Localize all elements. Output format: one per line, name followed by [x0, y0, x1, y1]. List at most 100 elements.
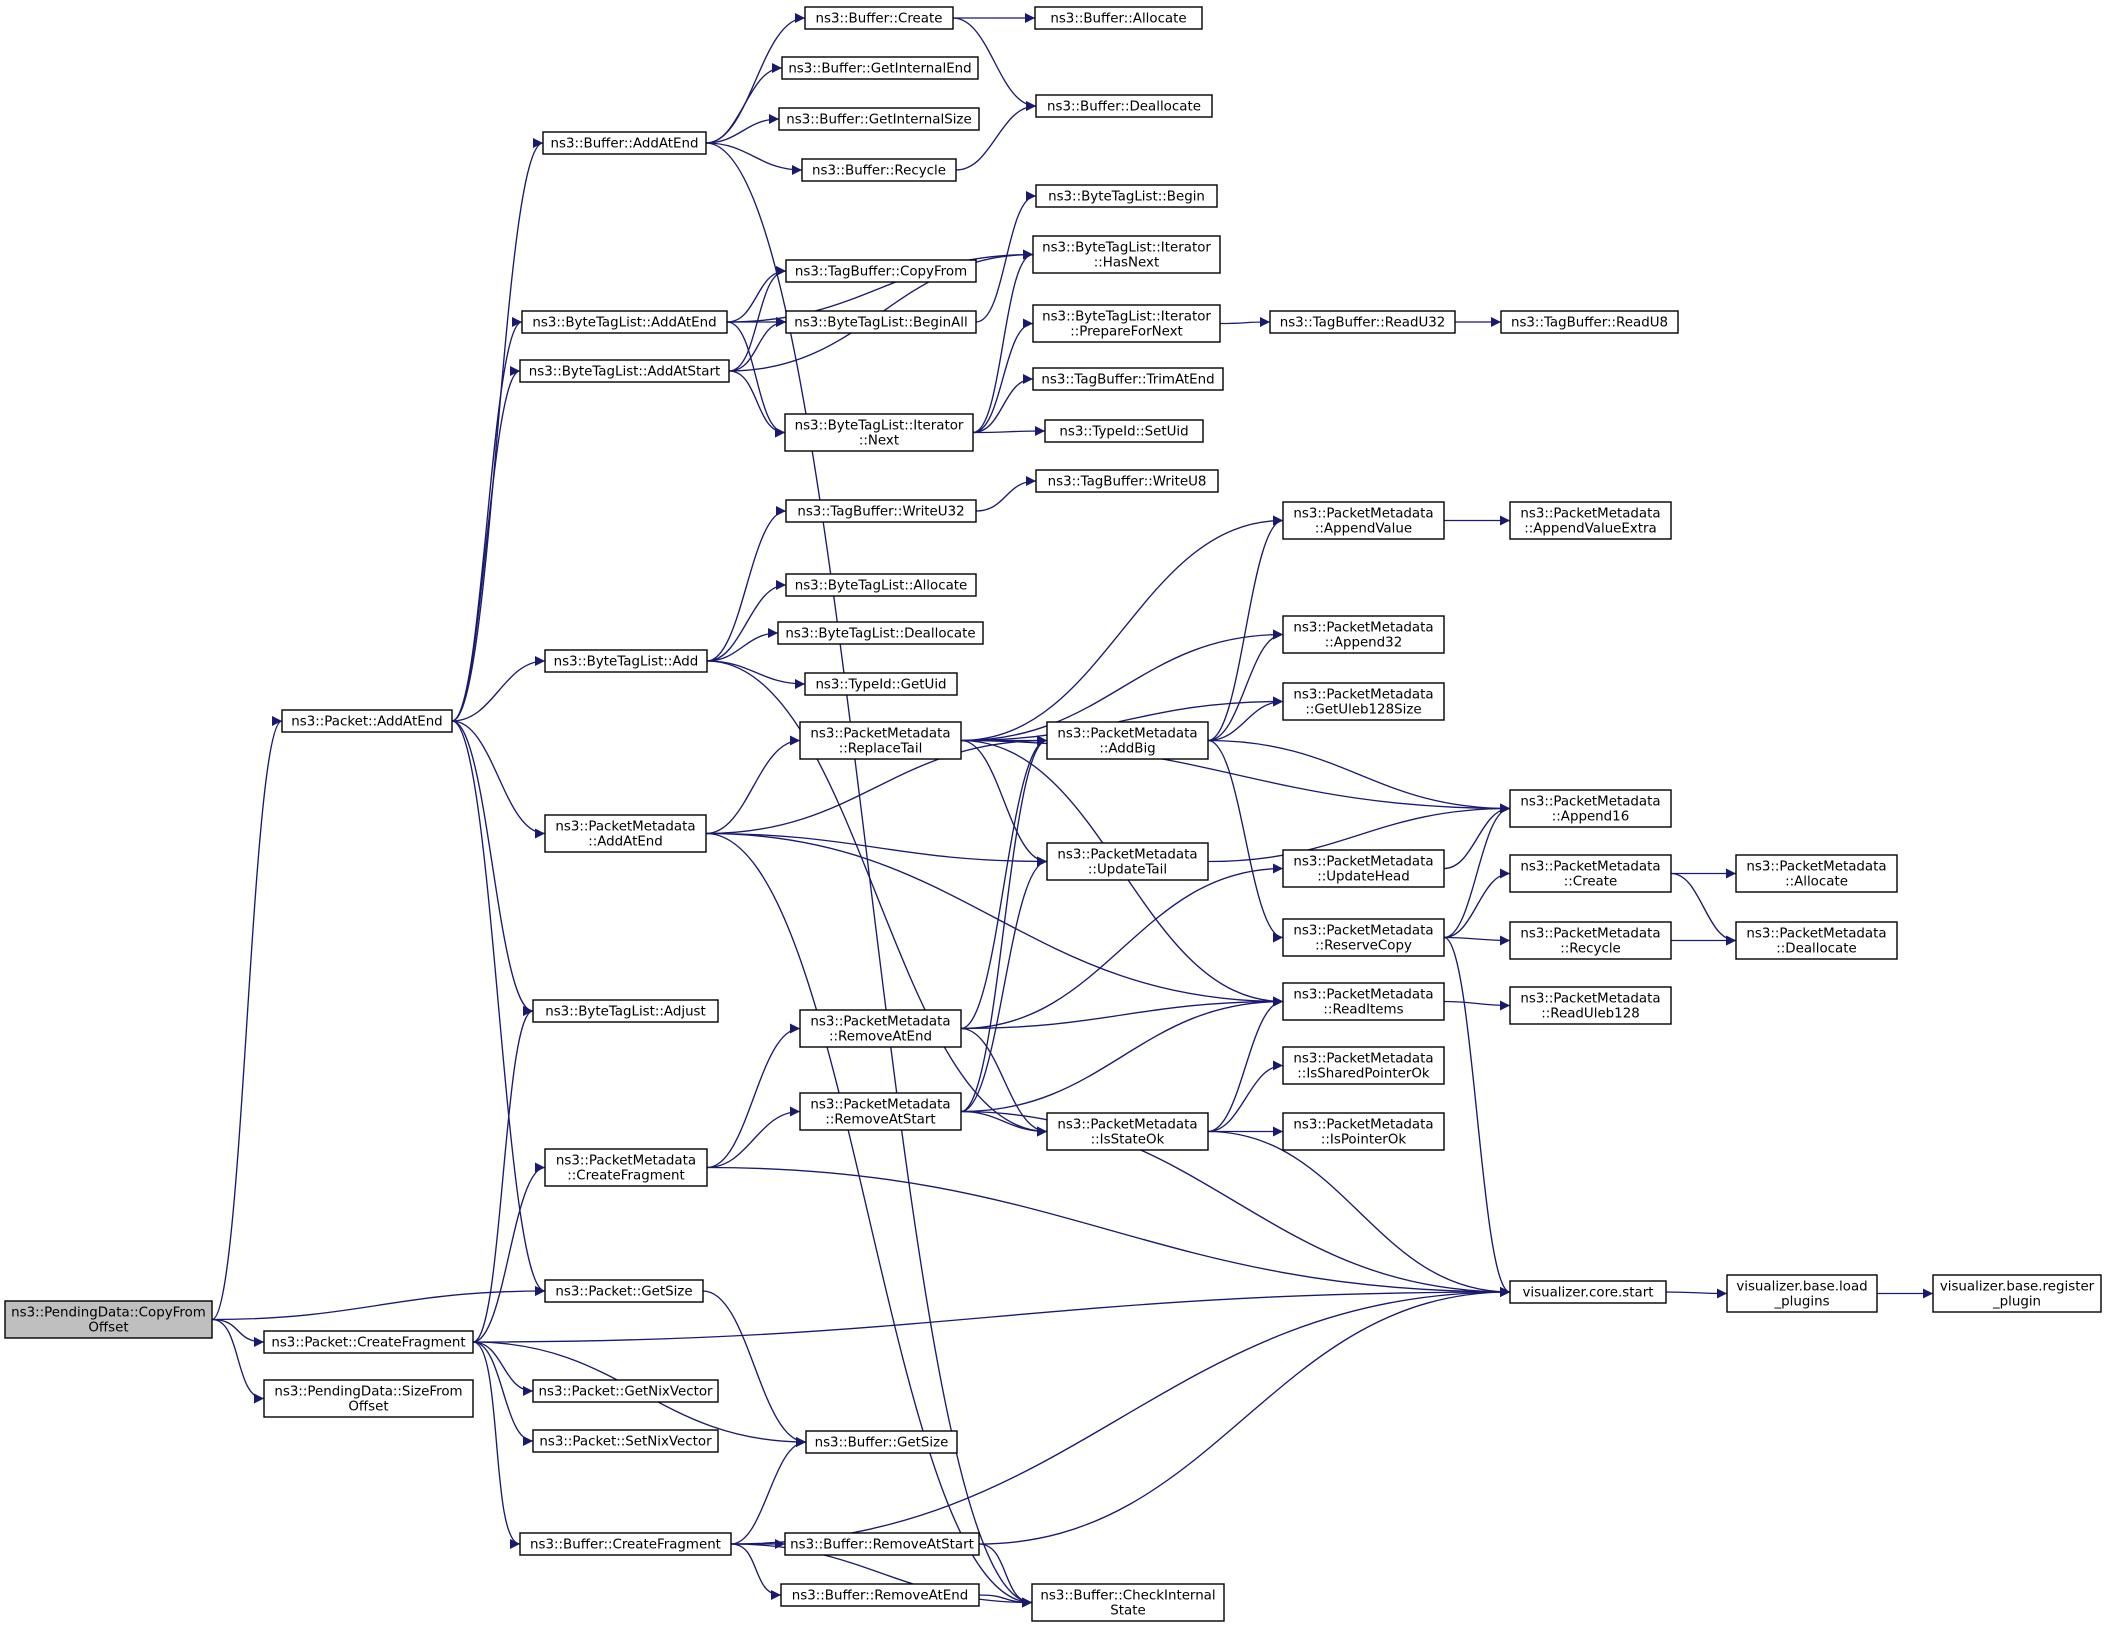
node-ns3-tagbuffer-readu32[interactable]: ns3::TagBuffer::ReadU32 — [1269, 310, 1456, 334]
node-ns3-buffer-create[interactable]: ns3::Buffer::Create — [804, 6, 954, 30]
node-box — [1735, 921, 1898, 960]
node-ns3-tagbuffer-copyfrom[interactable]: ns3::TagBuffer::CopyFrom — [785, 259, 977, 283]
node-label: State — [1110, 1604, 1145, 1619]
node-ns3-bytetaglist-add[interactable]: ns3::ByteTagList::Add — [544, 649, 708, 673]
node-ns3-packetmetadata-readitems[interactable]: ns3::PacketMetadata::ReadItems — [1282, 982, 1445, 1021]
node-ns3-packetmetadata-createfragment[interactable]: ns3::PacketMetadata::CreateFragment — [544, 1148, 708, 1187]
node-ns3-bytetaglist-deallocate[interactable]: ns3::ByteTagList::Deallocate — [777, 621, 984, 645]
node-ns3-packetmetadata-create[interactable]: ns3::PacketMetadata::Create — [1509, 854, 1672, 893]
edge-pkt-addatend-to-btl-add — [451, 656, 546, 722]
node-ns3-packetmetadata-updatetail[interactable]: ns3::PacketMetadata::UpdateTail — [1046, 842, 1209, 881]
node-box — [778, 107, 980, 131]
node-ns3-packetmetadata-append16[interactable]: ns3::PacketMetadata::Append16 — [1509, 789, 1672, 828]
edge-pm-addatend-to-pm-updatetail — [705, 832, 1048, 867]
node-ns3-buffer-allocate[interactable]: ns3::Buffer::Allocate — [1034, 6, 1203, 30]
node-ns3-packetmetadata-appendvalue[interactable]: ns3::PacketMetadata::AppendValue — [1282, 501, 1445, 540]
node-ns3-tagbuffer-writeu8[interactable]: ns3::TagBuffer::WriteU8 — [1035, 469, 1219, 493]
node-ns3-packetmetadata-issharedpointerok[interactable]: ns3::PacketMetadata::IsSharedPointerOk — [1282, 1046, 1445, 1085]
node-ns3-packetmetadata-addbig[interactable]: ns3::PacketMetadata::AddBig — [1046, 721, 1209, 760]
node-label: ns3::PacketMetadata — [1293, 688, 1433, 703]
node-ns3-packet-getnixvector[interactable]: ns3::Packet::GetNixVector — [532, 1379, 719, 1403]
node-label: ns3::Packet::GetSize — [555, 1285, 692, 1300]
node-ns3-buffer-recycle[interactable]: ns3::Buffer::Recycle — [801, 158, 957, 182]
node-ns3-packetmetadata-allocate[interactable]: ns3::PacketMetadata::Allocate — [1735, 854, 1898, 893]
node-ns3-bytetaglist-adjust[interactable]: ns3::ByteTagList::Adjust — [532, 999, 719, 1023]
node-box — [781, 56, 979, 80]
node-ns3-packetmetadata-removeatstart[interactable]: ns3::PacketMetadata::RemoveAtStart — [799, 1092, 962, 1131]
node-ns3-packetmetadata-updatehead[interactable]: ns3::PacketMetadata::UpdateHead — [1282, 849, 1445, 888]
node-label: ns3::TagBuffer::ReadU8 — [1511, 316, 1668, 331]
node-ns3-packet-getsize[interactable]: ns3::Packet::GetSize — [544, 1279, 704, 1303]
node-ns3-bytetaglist-iterator-hasnext[interactable]: ns3::ByteTagList::Iterator::HasNext — [1032, 235, 1221, 274]
node-box — [1046, 721, 1209, 760]
edge-btl-beginall-to-btl-begin — [975, 191, 1037, 323]
edge-buf-createfrag-to-buf-removeatend — [730, 1543, 782, 1600]
node-ns3-packetmetadata-recycle[interactable]: ns3::PacketMetadata::Recycle — [1509, 921, 1672, 960]
edge-pm-addbig-to-pm-append32 — [1207, 629, 1284, 742]
node-visualizer-base-load-plugins[interactable]: visualizer.base.load_plugins — [1726, 1274, 1878, 1313]
node-ns3-typeid-setuid[interactable]: ns3::TypeId::SetUid — [1044, 419, 1204, 443]
node-ns3-packetmetadata-appendvalueextra[interactable]: ns3::PacketMetadata::AppendValueExtra — [1509, 501, 1672, 540]
node-ns3-packetmetadata-deallocate[interactable]: ns3::PacketMetadata::Deallocate — [1735, 921, 1898, 960]
edge-pm-create-to-pm-deallocate — [1670, 872, 1737, 946]
node-label: ns3::Buffer::Recycle — [812, 164, 946, 179]
node-ns3-buffer-removeatend[interactable]: ns3::Buffer::RemoveAtEnd — [780, 1583, 980, 1607]
node-ns3-bytetaglist-allocate[interactable]: ns3::ByteTagList::Allocate — [785, 573, 977, 597]
node-ns3-packetmetadata-ispointerok[interactable]: ns3::PacketMetadata::IsPointerOk — [1282, 1112, 1445, 1151]
node-visualizer-core-start[interactable]: visualizer.core.start — [1509, 1280, 1667, 1304]
node-label: ::IsStateOk — [1091, 1133, 1165, 1148]
node-ns3-tagbuffer-writeu32[interactable]: ns3::TagBuffer::WriteU32 — [785, 499, 977, 523]
node-ns3-packetmetadata-append32[interactable]: ns3::PacketMetadata::Append32 — [1282, 615, 1445, 654]
node-ns3-buffer-getsize[interactable]: ns3::Buffer::GetSize — [805, 1430, 958, 1454]
node-box — [532, 1379, 719, 1403]
node-visualizer-base-register-plugin[interactable]: visualizer.base.register_plugin — [1932, 1274, 2102, 1313]
node-ns3-packetmetadata-addatend[interactable]: ns3::PacketMetadata::AddAtEnd — [544, 814, 707, 853]
edge-pd-copy-to-pkt-addatend — [211, 716, 283, 1321]
node-label: _plugins — [1773, 1295, 1829, 1310]
node-label: ns3::PacketMetadata — [556, 1154, 696, 1169]
node-label: ns3::PacketMetadata — [1293, 855, 1433, 870]
node-ns3-bytetaglist-begin[interactable]: ns3::ByteTagList::Begin — [1035, 184, 1218, 208]
node-ns3-bytetaglist-iterator-preparefornext[interactable]: ns3::ByteTagList::Iterator::PrepareForNe… — [1032, 304, 1221, 343]
node-ns3-packetmetadata-replacetail[interactable]: ns3::PacketMetadata::ReplaceTail — [799, 721, 962, 760]
node-ns3-bytetaglist-addatend[interactable]: ns3::ByteTagList::AddAtEnd — [521, 310, 728, 334]
node-ns3-buffer-getinternalend[interactable]: ns3::Buffer::GetInternalEnd — [781, 56, 979, 80]
edge-pkt-createfrag-to-pkt-getnix — [472, 1341, 534, 1396]
node-ns3-buffer-deallocate[interactable]: ns3::Buffer::Deallocate — [1035, 94, 1213, 118]
node-ns3-packet-setnixvector[interactable]: ns3::Packet::SetNixVector — [532, 1429, 719, 1453]
node-ns3-bytetaglist-iterator-next[interactable]: ns3::ByteTagList::Iterator::Next — [784, 413, 974, 452]
edge-pm-removeatend-to-pm-isstateok — [960, 1027, 1048, 1137]
edge-buf-addatend-to-buf-checkinternal — [705, 142, 1033, 1608]
node-label: ns3::PacketMetadata — [555, 820, 695, 835]
node-ns3-buffer-addatend[interactable]: ns3::Buffer::AddAtEnd — [542, 131, 707, 155]
node-ns3-packet-addatend[interactable]: ns3::Packet::AddAtEnd — [281, 709, 453, 733]
node-ns3-bytetaglist-beginall[interactable]: ns3::ByteTagList::BeginAll — [785, 310, 977, 334]
node-ns3-packetmetadata-reservecopy[interactable]: ns3::PacketMetadata::ReserveCopy — [1282, 918, 1445, 957]
node-ns3-typeid-getuid[interactable]: ns3::TypeId::GetUid — [804, 672, 958, 696]
node-ns3-tagbuffer-trimatend[interactable]: ns3::TagBuffer::TrimAtEnd — [1032, 367, 1224, 391]
node-ns3-buffer-createfragment[interactable]: ns3::Buffer::CreateFragment — [519, 1532, 732, 1556]
node-box — [1046, 842, 1209, 881]
node-ns3-buffer-getinternalsize[interactable]: ns3::Buffer::GetInternalSize — [778, 107, 980, 131]
node-ns3-buffer-removeatstart[interactable]: ns3::Buffer::RemoveAtStart — [784, 1532, 980, 1556]
edge-pm-removeatend-to-pm-updatehead — [960, 863, 1284, 1030]
node-ns3-packetmetadata-isstateok[interactable]: ns3::PacketMetadata::IsStateOk — [1046, 1112, 1209, 1151]
node-label: ns3::ByteTagList::Adjust — [545, 1005, 706, 1020]
node-ns3-bytetaglist-addatstart[interactable]: ns3::ByteTagList::AddAtStart — [519, 359, 730, 383]
node-label: ns3::Buffer::Allocate — [1050, 12, 1186, 27]
node-label: ::ReadUleb128 — [1541, 1007, 1640, 1022]
node-ns3-packetmetadata-readuleb128[interactable]: ns3::PacketMetadata::ReadUleb128 — [1509, 986, 1672, 1025]
node-ns3-packetmetadata-removeatend[interactable]: ns3::PacketMetadata::RemoveAtEnd — [799, 1009, 962, 1048]
node-ns3-tagbuffer-readu8[interactable]: ns3::TagBuffer::ReadU8 — [1500, 310, 1679, 334]
edge-pm-removeatstart-to-pm-updatetail — [960, 856, 1048, 1113]
node-ns3-packetmetadata-getuleb128size[interactable]: ns3::PacketMetadata::GetUleb128Size — [1282, 682, 1445, 721]
edge-layer — [211, 13, 1933, 1608]
edge-pkt-addatend-to-btl-addatstart — [451, 366, 521, 722]
node-label: ns3::TypeId::GetUid — [815, 678, 946, 693]
node-label: ns3::PacketMetadata — [1293, 1052, 1433, 1067]
node-ns3-packet-createfragment[interactable]: ns3::Packet::CreateFragment — [263, 1330, 474, 1354]
node-label: ns3::Buffer::GetInternalSize — [786, 113, 971, 128]
